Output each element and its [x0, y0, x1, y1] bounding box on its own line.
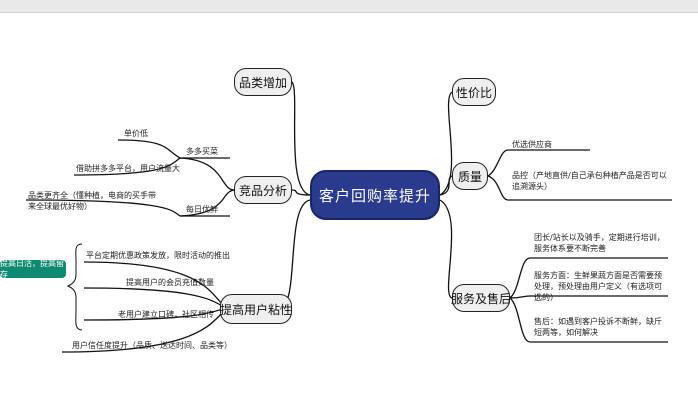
link-center-quality: [439, 175, 453, 196]
link-service-3: [509, 297, 668, 343]
link-competitor-daily: [179, 189, 235, 217]
link-service-2: [509, 295, 668, 299]
stickiness-leaf-1[interactable]: 平台定期优惠政策发放，限时活动的推出: [86, 251, 230, 260]
link-competitor-pdd: [179, 157, 235, 191]
link-pdd-leaf-2: [73, 157, 181, 176]
service-leaf-2[interactable]: 服务方面：生鲜果蔬方面是否需要预处理，预处理由用户定义（有选项可选的）: [534, 271, 662, 302]
link-pdd-leaf-1: [117, 139, 181, 159]
link-center-service: [439, 199, 453, 299]
topic-competitor-analysis[interactable]: 竞品分析: [234, 176, 292, 204]
quality-leaf-1[interactable]: 优选供应商: [512, 140, 552, 149]
stickiness-leaf-2[interactable]: 提高用户的会员充值数量: [126, 278, 214, 287]
link-daily-leaf: [25, 199, 181, 217]
link-quality-2: [487, 175, 672, 201]
topic-category-increase[interactable]: 品类增加: [234, 68, 292, 96]
link-service-1: [509, 257, 668, 299]
subtopic-daily-fresh[interactable]: 每日优鲜: [186, 205, 218, 214]
subtopic-pdd[interactable]: 多多买菜: [186, 147, 218, 156]
daily-leaf-1[interactable]: 品类更齐全（懂种植，电商的买手带来全球最优好物）: [28, 191, 156, 211]
summary-tag[interactable]: 提高日活，提高留存: [0, 259, 66, 279]
stickiness-leaf-4[interactable]: 用户信任度提升（品质、送达时间、品类等）: [72, 341, 232, 350]
pdd-leaf-2[interactable]: 借助拼多多平台，用户流量大: [76, 164, 180, 173]
center-topic[interactable]: 客户回购率提升: [310, 170, 440, 220]
quality-leaf-2[interactable]: 品控（产地直供/自己承包种植产品是否可以追溯源头）: [512, 171, 667, 191]
link-center-price: [439, 91, 453, 196]
service-leaf-1[interactable]: 团长/站长以及骑手，定期进行培训，服务体系要不断完善: [534, 233, 665, 253]
topic-service-after-sales[interactable]: 服务及售后: [451, 284, 511, 312]
link-center-stickiness: [279, 199, 311, 309]
stickiness-leaf-3[interactable]: 老用户建立口碑，社区相传: [118, 310, 214, 319]
center-topic-label: 客户回购率提升: [318, 186, 431, 205]
link-center-competitor: [291, 189, 311, 196]
top-toolbar: [0, 0, 698, 13]
link-stick-2: [83, 287, 229, 309]
topic-value-for-money[interactable]: 性价比: [452, 78, 496, 106]
service-leaf-3[interactable]: 售后：如遇到客户投诉不断鲜，缺斤短两等，如何解决: [534, 317, 662, 337]
link-quality-1: [487, 149, 590, 177]
pdd-leaf-1[interactable]: 单价低: [124, 129, 148, 138]
topic-user-stickiness[interactable]: 提高用户粘性: [220, 294, 292, 324]
topic-quality[interactable]: 质量: [452, 162, 488, 190]
link-center-category: [291, 81, 311, 196]
